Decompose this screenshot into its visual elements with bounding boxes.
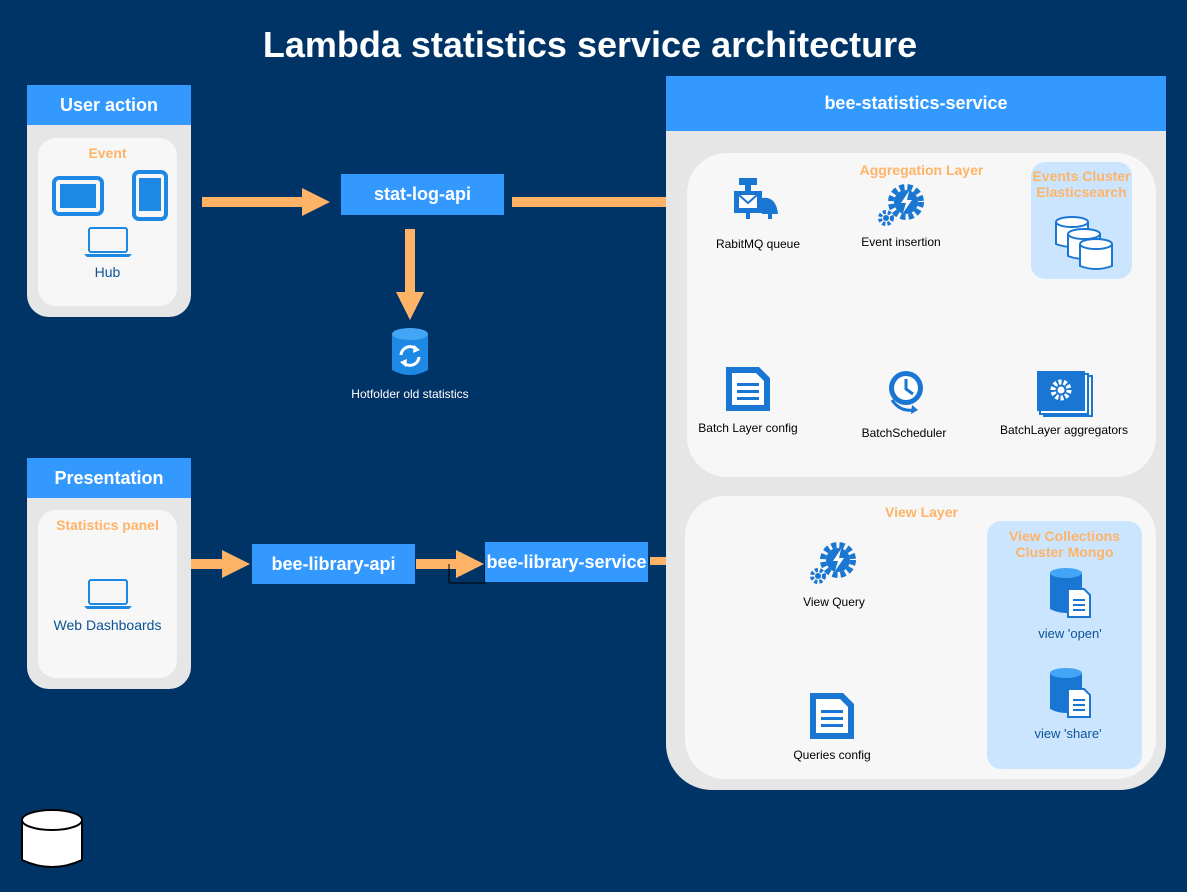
tablet-icon xyxy=(52,176,104,216)
arrow-stat-log-api-to-rabbitmq xyxy=(512,188,722,216)
laptop-icon xyxy=(84,579,132,609)
mongo-collection-icon xyxy=(1050,568,1091,618)
batch-scheduler-icon xyxy=(889,371,923,414)
event-insertion-icon xyxy=(878,184,924,226)
presentation-inner xyxy=(38,510,177,678)
batch-aggregators-icon xyxy=(1037,371,1093,417)
statistics-service-header: bee-statistics-service xyxy=(666,76,1166,131)
hotfolder-label: Hotfolder old statistics xyxy=(351,387,469,401)
user-action-header: User action xyxy=(27,85,191,125)
view-share-label: view 'share' xyxy=(1034,726,1102,741)
batch-layer-config-label: Batch Layer config xyxy=(698,421,798,435)
queries-config-label: Queries config xyxy=(793,748,871,762)
aggregation-layer-title: Aggregation Layer xyxy=(859,162,984,178)
batch-aggregators-label: BatchLayer aggregators xyxy=(999,423,1129,437)
arrow-hub-to-stat-log-api xyxy=(202,188,330,216)
user-action-inner xyxy=(38,138,177,306)
mongo-collection-icon xyxy=(1050,668,1091,718)
arrow-dashboards-to-library-api xyxy=(170,550,250,578)
view-layer-title: View Layer xyxy=(885,504,958,520)
events-cluster-title: Events Cluster Elasticsearch xyxy=(1032,168,1131,200)
view-query-icon xyxy=(810,542,856,584)
view-collections-title: View Collections Cluster Mongo xyxy=(1009,528,1120,560)
presentation-header: Presentation xyxy=(27,458,191,498)
database-sync-icon xyxy=(392,328,428,375)
rabbitmq-queue-icon xyxy=(734,178,778,219)
stat-log-api-box: stat-log-api xyxy=(341,174,504,215)
statistics-panel-label: Statistics panel xyxy=(56,517,159,533)
view-query-label: View Query xyxy=(803,595,865,609)
hub-label: Hub xyxy=(94,264,121,280)
batch-layer-config-icon xyxy=(726,367,770,411)
bee-library-api-box: bee-library-api xyxy=(252,544,415,584)
view-open-label: view 'open' xyxy=(1038,626,1102,641)
view-collections-box xyxy=(987,521,1142,769)
database-cylinder-icon xyxy=(21,809,83,868)
event-label: Event xyxy=(88,145,127,161)
laptop-icon xyxy=(84,227,132,257)
event-insertion-label: Event insertion xyxy=(861,235,941,249)
elasticsearch-database-icon xyxy=(1055,216,1113,270)
arrow-library-api-to-library-service xyxy=(416,550,484,578)
queries-config-icon xyxy=(810,693,854,739)
diagram-title: Lambda statistics service architecture xyxy=(262,24,918,65)
bee-library-service-box: bee-library-service xyxy=(485,542,648,582)
smartphone-icon xyxy=(132,170,168,221)
batch-scheduler-label: BatchScheduler xyxy=(861,426,947,440)
web-dashboards-label: Web Dashboards xyxy=(53,617,162,633)
arrow-stat-log-api-to-hotfolder xyxy=(396,229,424,320)
rabbitmq-queue-label: RabitMQ queue xyxy=(715,237,801,251)
